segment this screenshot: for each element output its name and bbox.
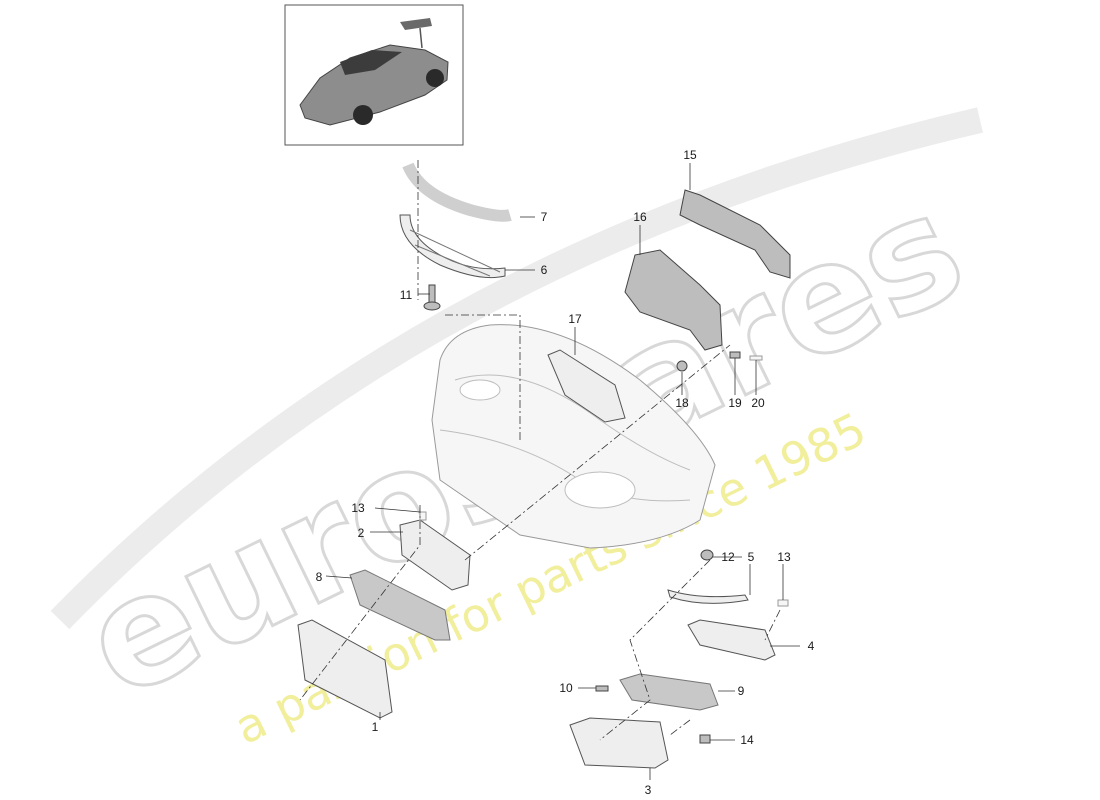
car-thumbnail-icon (299, 18, 449, 126)
callout-12: 12 (721, 550, 735, 564)
assembly-lines (299, 160, 781, 741)
part-10 (595, 685, 609, 692)
part-8-mesh (349, 569, 451, 641)
part-19 (729, 351, 741, 359)
part-3-frame (569, 717, 669, 769)
part-13a-clip (419, 511, 427, 521)
callout-16: 16 (633, 210, 647, 224)
callout-4: 4 (808, 639, 815, 653)
callout-18: 18 (675, 396, 689, 410)
callout-13-upper: 13 (351, 501, 365, 515)
part-15 (679, 189, 791, 279)
callout-17: 17 (568, 312, 582, 326)
callout-3: 3 (645, 783, 652, 797)
part-4-frame (687, 619, 776, 661)
callout-1: 1 (372, 720, 379, 734)
callout-9: 9 (738, 684, 745, 698)
callout-15: 15 (683, 148, 697, 162)
front-bumper (431, 324, 716, 549)
callout-5: 5 (748, 550, 755, 564)
leader-lines (325, 163, 800, 780)
callout-2: 2 (358, 526, 365, 540)
callout-14: 14 (740, 733, 754, 747)
part-17 (547, 349, 626, 423)
part-16 (624, 249, 723, 351)
callout-13-lower: 13 (777, 550, 791, 564)
callout-6: 6 (541, 263, 548, 277)
callout-11: 11 (400, 288, 413, 302)
part-9-mesh (619, 673, 719, 711)
part-18 (676, 360, 688, 372)
part-12-bolt (700, 549, 714, 561)
callout-7: 7 (541, 210, 548, 224)
callout-20: 20 (751, 396, 765, 410)
part-13b-clip (777, 599, 789, 607)
part-11-bolt (423, 284, 441, 311)
car-thumbnail (284, 4, 464, 146)
callout-10: 10 (559, 681, 573, 695)
part-14 (699, 734, 711, 744)
part-7-strip (402, 162, 512, 222)
callout-8: 8 (316, 570, 323, 584)
part-6-grille (399, 214, 506, 279)
part-20 (749, 355, 763, 361)
part-1-frame (297, 619, 393, 719)
callout-labels: 1 2 3 4 5 6 7 8 9 10 11 12 13 13 14 15 1… (316, 148, 815, 797)
part-5-strip (667, 589, 749, 604)
callout-19: 19 (728, 396, 742, 410)
